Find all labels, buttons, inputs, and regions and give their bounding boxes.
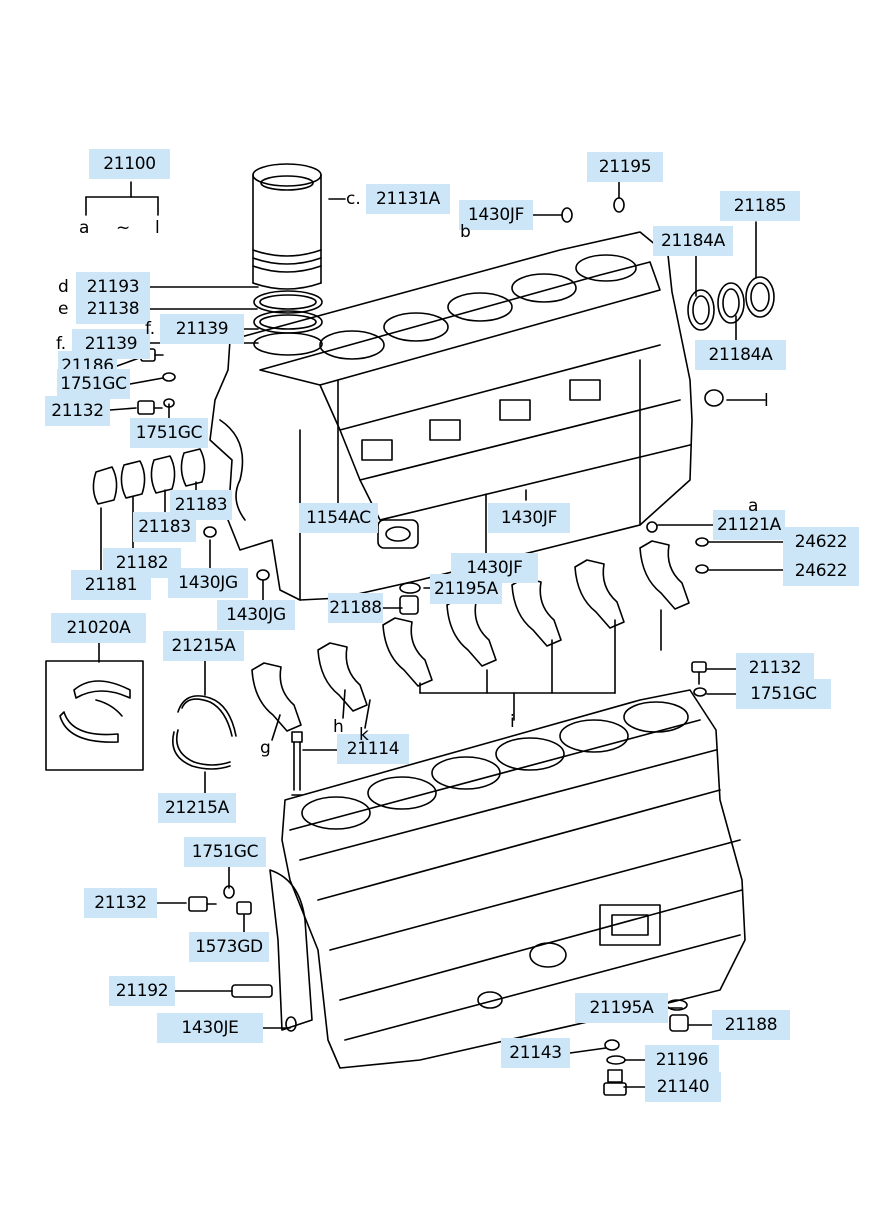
- callout-21132[interactable]: 21132: [84, 888, 157, 918]
- callout-21184A[interactable]: 21184A: [653, 226, 733, 256]
- ref-letter-i: i: [510, 712, 515, 732]
- callout-21114[interactable]: 21114: [337, 734, 409, 764]
- callout-21184A[interactable]: 21184A: [695, 340, 786, 370]
- callout-24622[interactable]: 24622: [783, 527, 859, 557]
- callout-21140[interactable]: 21140: [645, 1072, 721, 1102]
- callout-1751GC[interactable]: 1751GC: [57, 369, 130, 399]
- ref-letter-h: h: [333, 717, 344, 737]
- callout-21185[interactable]: 21185: [720, 191, 800, 221]
- cylinder-liner-drawing: [252, 163, 322, 290]
- callout-21138[interactable]: 21138: [76, 294, 150, 324]
- callout-1430JE[interactable]: 1430JE: [157, 1013, 263, 1043]
- ref-letter-f: f.: [145, 319, 156, 339]
- callout-1430JF[interactable]: 1430JF: [459, 200, 533, 230]
- callout-21195[interactable]: 21195: [587, 152, 663, 182]
- callout-21195A[interactable]: 21195A: [430, 574, 502, 604]
- callout-21020A[interactable]: 21020A: [51, 613, 146, 643]
- callout-1751GC[interactable]: 1751GC: [736, 679, 831, 709]
- bearing-shells-box: [45, 660, 144, 771]
- callout-21215A[interactable]: 21215A: [163, 631, 244, 661]
- callout-21181[interactable]: 21181: [71, 570, 151, 600]
- main-bearing-bolt: [291, 731, 303, 796]
- callout-1430JG[interactable]: 1430JG: [217, 600, 295, 630]
- ref-letter-a: a: [79, 218, 90, 238]
- callout-21188[interactable]: 21188: [712, 1010, 790, 1040]
- callout-21192[interactable]: 21192: [109, 976, 175, 1006]
- ref-letter-g: g: [260, 738, 271, 758]
- bushings-left-drawing: [92, 448, 206, 505]
- callout-21195A[interactable]: 21195A: [575, 993, 668, 1023]
- callout-21132[interactable]: 21132: [736, 653, 814, 683]
- ref-tilde: ~: [116, 218, 131, 238]
- callout-1430JF[interactable]: 1430JF: [488, 503, 570, 533]
- callout-21121A[interactable]: 21121A: [713, 510, 785, 540]
- small-parts-lower: [188, 661, 707, 1096]
- engine-block-lower-drawing: [269, 689, 746, 1069]
- ref-letter-c: c.: [346, 189, 361, 209]
- bearing-caps-drawing: [251, 540, 690, 732]
- seal-rings-drawing: [253, 290, 323, 356]
- ref-letter-k: k: [359, 725, 369, 745]
- callout-1751GC[interactable]: 1751GC: [130, 418, 208, 448]
- callout-24622[interactable]: 24622: [783, 556, 859, 586]
- ref-letter-a: a: [748, 496, 759, 516]
- callout-21196[interactable]: 21196: [645, 1045, 719, 1075]
- callout-1573GD[interactable]: 1573GD: [189, 932, 269, 962]
- ref-letter-e: e: [58, 299, 69, 319]
- snap-rings-drawing: [172, 695, 237, 770]
- callout-21188[interactable]: 21188: [328, 593, 383, 623]
- callout-21143[interactable]: 21143: [501, 1038, 570, 1068]
- ref-letter-b: b: [460, 222, 471, 242]
- assembly-bracket: [85, 181, 159, 216]
- callout-21183[interactable]: 21183: [133, 512, 196, 542]
- ref-letter-f: f.: [56, 334, 67, 354]
- callout-1154AC[interactable]: 1154AC: [299, 503, 378, 533]
- ref-letter-d: d: [58, 277, 69, 297]
- ref-letter-l: l: [155, 218, 160, 238]
- engine-block-upper-drawing: [209, 231, 693, 601]
- callout-21100[interactable]: 21100: [89, 149, 170, 179]
- leader-lines: [98, 181, 784, 1088]
- camshaft-bushings-drawing: [687, 276, 775, 331]
- callout-1430JG[interactable]: 1430JG: [168, 568, 248, 598]
- ref-letter-l: l: [764, 391, 769, 411]
- callout-21215A[interactable]: 21215A: [158, 793, 236, 823]
- callout-21139-f[interactable]: 21139: [160, 314, 244, 344]
- callout-21131A[interactable]: 21131A: [366, 184, 450, 214]
- callout-1751GC[interactable]: 1751GC: [184, 837, 266, 867]
- callout-21132[interactable]: 21132: [45, 396, 110, 426]
